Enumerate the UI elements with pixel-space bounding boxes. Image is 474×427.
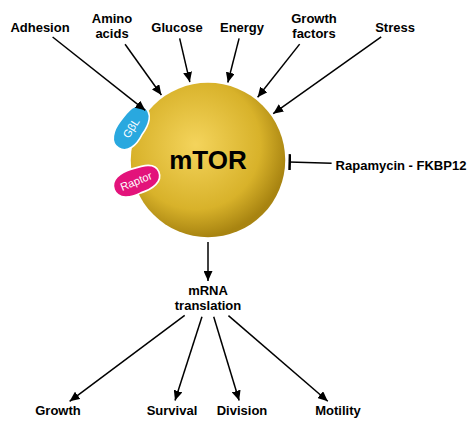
- signal-arrow: [214, 317, 239, 401]
- signal-arrow: [228, 316, 327, 402]
- kinase-circle-fill: [131, 83, 285, 237]
- signal-arrow: [53, 37, 146, 110]
- signal-arrow: [70, 315, 185, 401]
- node-text: Rapamycin - FKBP12: [336, 158, 467, 173]
- kinase-circle: mTOR: [130, 82, 286, 238]
- signal-arrow: [180, 38, 190, 82]
- signal-arrow: [125, 44, 161, 95]
- node-text: Survival: [147, 403, 198, 418]
- inhibition-line: [289, 162, 332, 163]
- input-signal: Amino acids: [86, 11, 138, 41]
- node-text: Amino acids: [86, 11, 138, 41]
- signal-arrow: [258, 44, 300, 97]
- node-text: Division: [217, 403, 268, 418]
- outcome-label: Growth: [35, 403, 81, 418]
- signal-arrow: [207, 242, 209, 281]
- node-text: Energy: [220, 20, 264, 35]
- node-text: Growth factors: [283, 11, 345, 41]
- input-signal: Growth factors: [283, 11, 345, 41]
- node-text: Motility: [315, 403, 361, 418]
- process-label: mRNA translation: [163, 283, 253, 313]
- node-text: Growth: [35, 403, 81, 418]
- node-text: mRNA translation: [163, 283, 253, 313]
- signal-arrow: [273, 37, 381, 114]
- node-text: Glucose: [151, 20, 202, 35]
- signal-arrow: [228, 38, 239, 82]
- signal-arrow: [175, 317, 202, 401]
- outcome-label: Survival: [147, 403, 198, 418]
- inhibitor-label: Rapamycin - FKBP12: [336, 158, 467, 173]
- input-signal: Glucose: [151, 20, 202, 35]
- node-text: Stress: [375, 20, 415, 35]
- node-text: Adhesion: [10, 20, 69, 35]
- subunit-fill: [108, 100, 156, 155]
- outcome-label: Motility: [315, 403, 361, 418]
- input-signal: Adhesion: [10, 20, 69, 35]
- subunit-fill: [109, 160, 163, 202]
- outcome-label: Division: [217, 403, 268, 418]
- input-signal: Stress: [375, 20, 415, 35]
- input-signal: Energy: [220, 20, 264, 35]
- kinase-name: mTOR: [169, 145, 247, 175]
